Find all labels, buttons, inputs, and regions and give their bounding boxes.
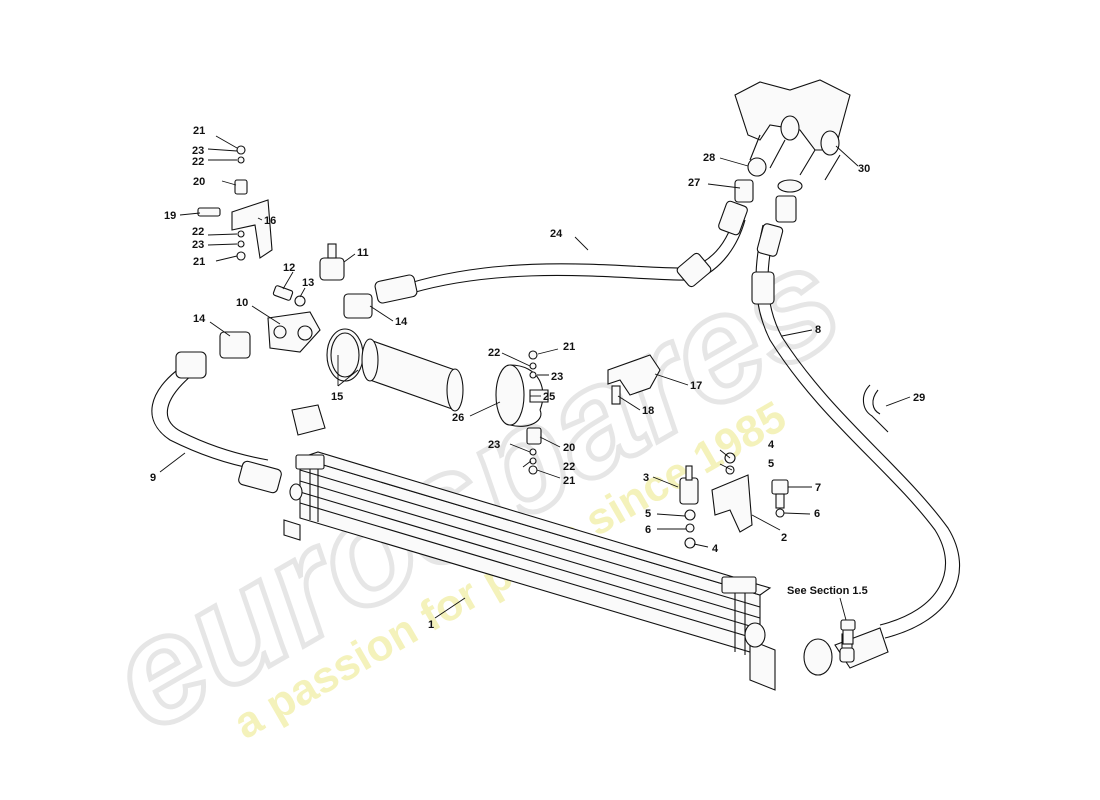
section-note: See Section 1.5 (787, 585, 868, 597)
callout-29: 29 (913, 392, 925, 404)
callout-6: 6 (645, 524, 651, 536)
callout-1: 1 (428, 619, 434, 631)
engine-block (734, 79, 851, 181)
callout-22: 22 (563, 461, 575, 473)
callout-6: 6 (814, 508, 820, 520)
callout-8: 8 (815, 324, 821, 336)
callout-25: 25 (543, 391, 555, 403)
callout-20: 20 (563, 442, 575, 454)
oil-filter-assembly (267, 311, 549, 427)
callout-26: 26 (452, 412, 464, 424)
callout-20: 20 (193, 176, 205, 188)
callout-23: 23 (488, 439, 500, 451)
callout-30: 30 (858, 163, 870, 175)
callout-2: 2 (781, 532, 787, 544)
callout-11: 11 (357, 247, 369, 259)
callout-14: 14 (193, 313, 206, 325)
callouts: 1 2 3 4 4 5 5 6 6 7 8 9 10 11 12 13 14 1… (150, 125, 925, 631)
callout-16: 16 (264, 215, 276, 227)
callout-22: 22 (192, 226, 204, 238)
callout-19: 19 (164, 210, 176, 222)
callout-7: 7 (815, 482, 821, 494)
callout-5: 5 (645, 508, 651, 520)
small-parts (197, 145, 889, 645)
callout-18: 18 (642, 405, 654, 417)
callout-22: 22 (192, 156, 204, 168)
callout-23: 23 (551, 371, 563, 383)
hose-24 (374, 179, 754, 304)
callout-3: 3 (643, 472, 649, 484)
callout-15: 15 (331, 391, 343, 403)
callout-24: 24 (550, 228, 563, 240)
callout-17: 17 (690, 380, 702, 392)
callout-4: 4 (768, 439, 775, 451)
callout-10: 10 (236, 297, 248, 309)
callout-5: 5 (768, 458, 774, 470)
callout-21: 21 (193, 125, 205, 137)
callout-22: 22 (488, 347, 500, 359)
callout-12: 12 (283, 262, 295, 274)
hose-8 (751, 179, 961, 676)
callout-4: 4 (712, 543, 719, 555)
callout-21: 21 (193, 256, 205, 268)
hose-9 (151, 351, 282, 494)
callout-13: 13 (302, 277, 314, 289)
callout-23: 23 (192, 145, 204, 157)
callout-14: 14 (395, 316, 408, 328)
callout-9: 9 (150, 472, 156, 484)
callout-23: 23 (192, 239, 204, 251)
callout-21: 21 (563, 341, 575, 353)
callout-27: 27 (688, 177, 700, 189)
callout-21: 21 (563, 475, 575, 487)
callout-28: 28 (703, 152, 715, 164)
oil-cooler (283, 451, 776, 691)
leader-lines (159, 135, 911, 621)
